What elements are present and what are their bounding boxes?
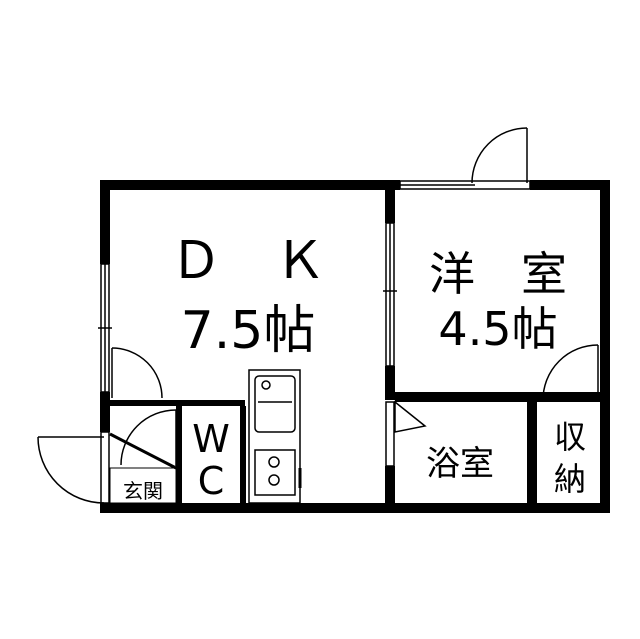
entrance-step	[109, 432, 177, 470]
room-bath: 浴室	[426, 444, 494, 484]
door-bath	[385, 400, 427, 467]
window-partition-sliding	[383, 222, 397, 367]
outer-walls	[100, 180, 610, 513]
room-storage-bottom: 納	[554, 460, 586, 498]
room-wc-top: W	[192, 417, 230, 461]
sink-icon	[254, 375, 296, 433]
room-western-size: 4.5帖	[438, 302, 557, 356]
door-dk	[111, 347, 163, 399]
interior-walls	[110, 190, 600, 503]
kitchen-counter	[248, 369, 301, 504]
entrance-floor-edge	[109, 467, 177, 504]
room-entrance: 玄関	[123, 479, 163, 503]
door-entrance	[37, 431, 110, 504]
room-dk-name: Ｄ Ｋ	[170, 231, 326, 291]
stove-icon	[254, 449, 302, 496]
room-storage-top: 収	[554, 418, 586, 456]
window-dk-left	[98, 263, 112, 393]
room-western-name: 洋 室	[429, 247, 567, 301]
door-storage	[542, 344, 599, 401]
room-dk-size: 7.5帖	[181, 301, 316, 361]
room-wc-bottom: C	[198, 459, 225, 503]
door-wc	[120, 409, 177, 466]
door-western-top	[399, 127, 531, 190]
